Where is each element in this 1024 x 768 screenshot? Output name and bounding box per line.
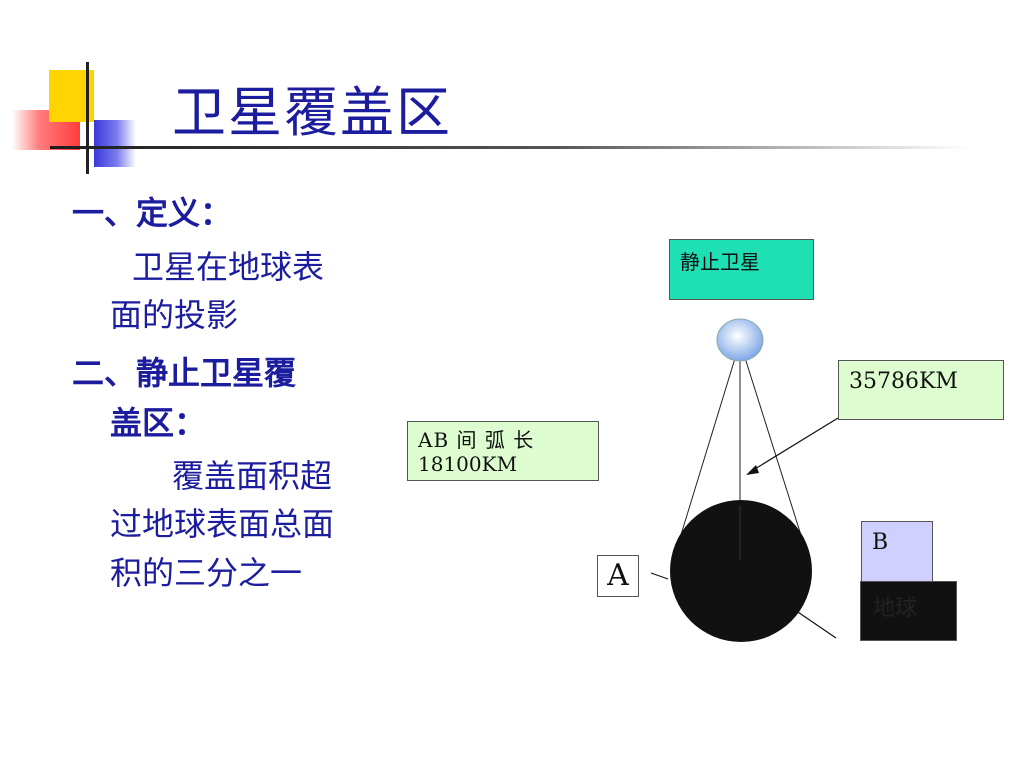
distance-arrow [749,417,839,473]
satellite-icon [716,318,764,362]
decor-vertical-line [86,62,89,174]
section-2-line-1: 覆盖面积超 [172,457,333,495]
arc-length-label-line-1: AB 间 弧 长 [418,428,535,452]
section-1-line-2: 面的投影 [110,296,239,334]
section-2-heading-line-2: 盖区： [110,404,207,442]
point-a-pointer [650,572,669,580]
arc-length-label: AB 间 弧 长 18100KM [407,421,599,481]
satellite-label: 静止卫星 [669,239,814,300]
point-b-pointer [795,572,811,588]
page-title: 卫星覆盖区 [172,81,452,144]
arc-length-label-line-2: 18100KM [418,452,518,476]
section-2-line-3: 积的三分之一 [110,554,303,592]
cone-line-left [675,341,741,552]
decor-blue-block [94,120,136,167]
point-a-label: A [597,555,639,597]
section-2-heading-line-1: 二、静止卫星覆 [72,354,297,392]
section-2-line-2: 过地球表面总面 [110,505,335,543]
section-1-line-1: 卫星在地球表 [132,248,325,286]
distance-label: 35786KM [838,360,1004,420]
earth-sphere [670,500,812,642]
cone-line-right [739,341,807,552]
earth-label: 地球 [860,581,957,641]
earth-arrow [791,607,837,639]
title-underline [50,146,970,149]
section-1-heading: 一、定义： [72,194,233,232]
point-b-label: B [861,521,933,583]
